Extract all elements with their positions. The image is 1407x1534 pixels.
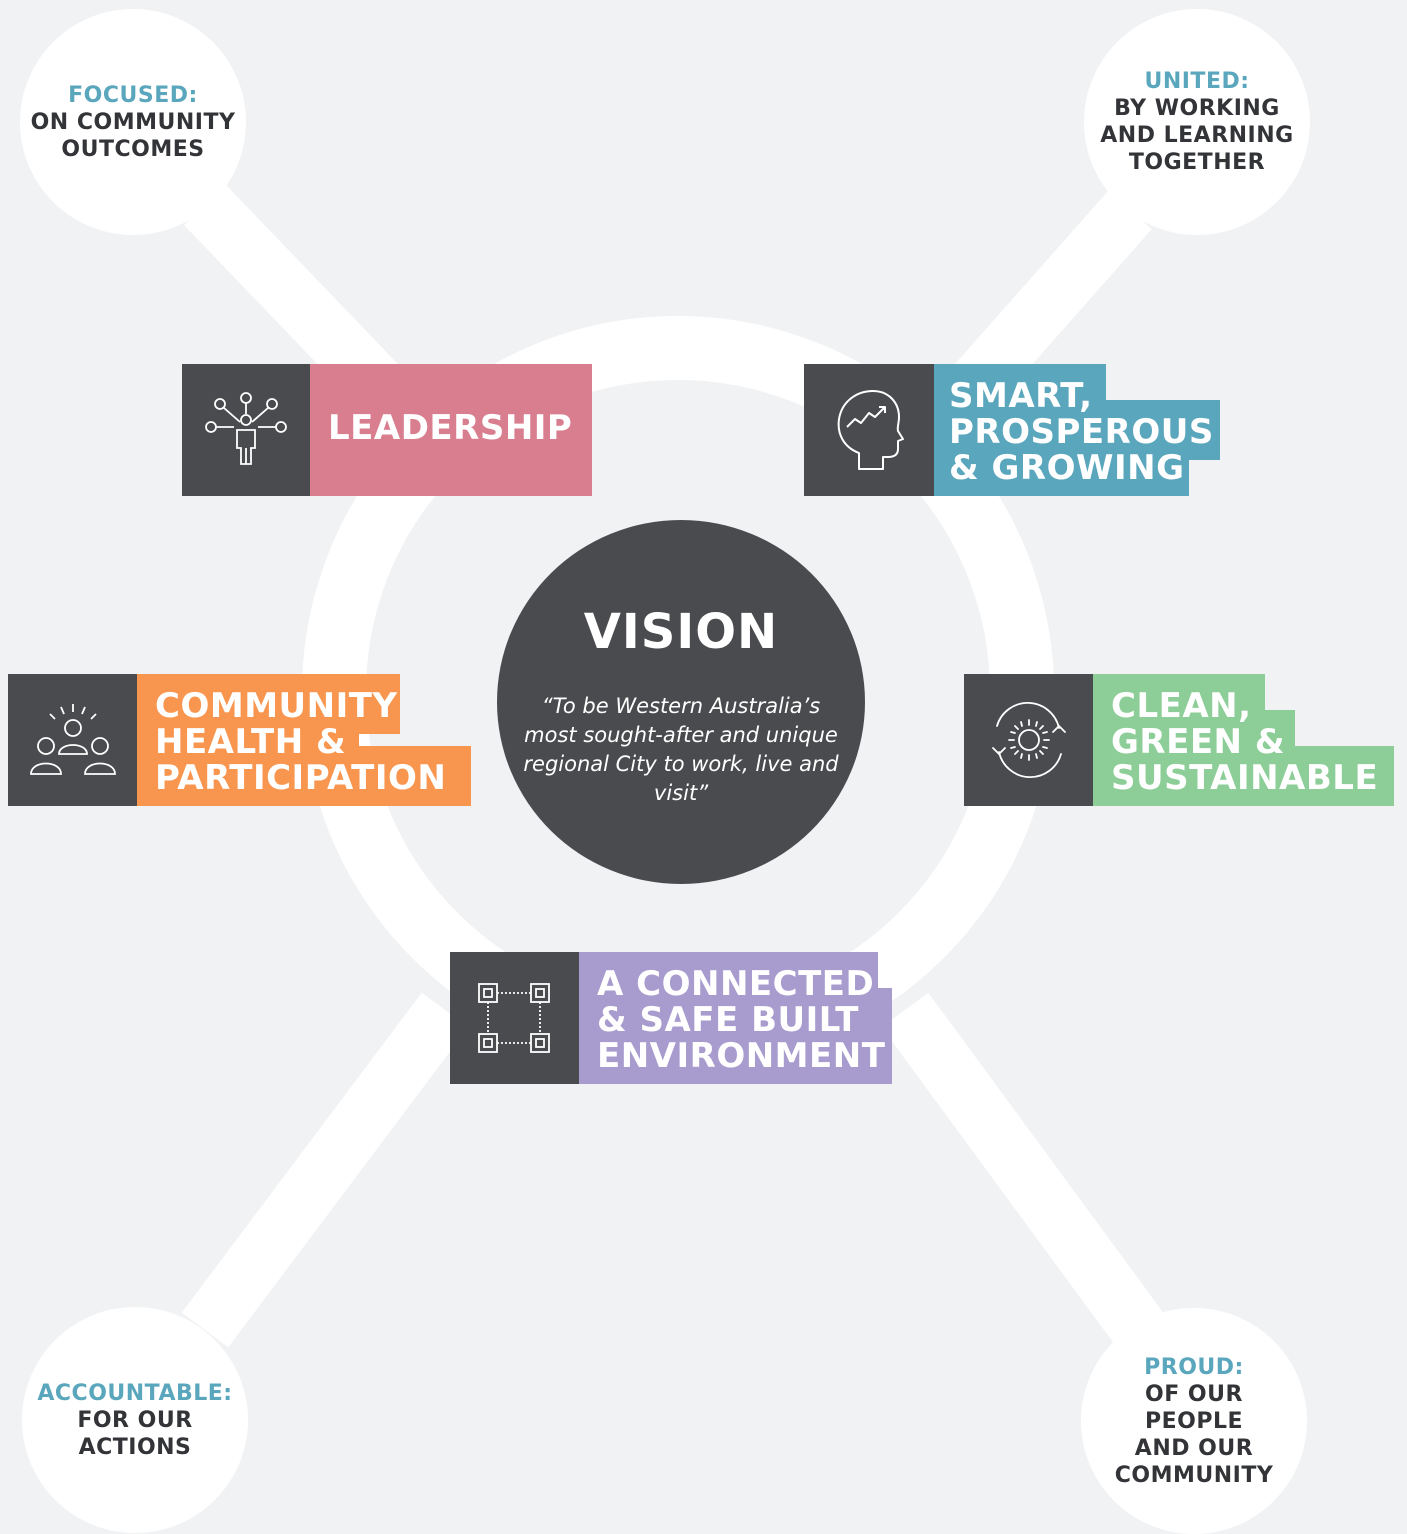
- value-proud: PROUD: OF OUR PEOPLE AND OUR COMMUNITY: [1081, 1308, 1307, 1534]
- people-group-icon: [29, 704, 116, 775]
- leadership-icon-box: [182, 364, 310, 496]
- connected-label: A CONNECTED & SAFE BUILT ENVIRONMENT: [597, 964, 886, 1076]
- sun-cycle-icon: [991, 701, 1066, 779]
- connected-icon-box: [450, 952, 579, 1084]
- community-label-bg-3: [137, 746, 471, 806]
- leadership-label: LEADERSHIP: [328, 408, 573, 448]
- leadership-label-bg: [310, 364, 592, 496]
- leadership-network-icon: [205, 392, 287, 465]
- theme-community: COMMUNITY HEALTH & PARTICIPATION: [8, 674, 471, 806]
- value-accountable: ACCOUNTABLE: FOR OUR ACTIONS: [22, 1307, 248, 1533]
- clean-label-bg-3: [1093, 746, 1394, 806]
- clean-label-bg-1: [1093, 674, 1265, 714]
- clean-label-bg-2: [1093, 710, 1295, 750]
- head-growth-icon: [837, 390, 904, 470]
- value-accountable-title: ACCOUNTABLE:: [37, 1380, 233, 1406]
- theme-smart: SMART, PROSPEROUS & GROWING: [804, 364, 1220, 496]
- community-label-area: COMMUNITY HEALTH & PARTICIPATION: [137, 674, 471, 806]
- community-label-bg-1: [137, 674, 400, 734]
- smart-label-bg-3: [934, 456, 1189, 496]
- value-focused-desc: ON COMMUNITY OUTCOMES: [30, 109, 236, 162]
- connected-label-bg-1: [579, 952, 878, 992]
- vision-title: VISION: [583, 604, 779, 660]
- clean-label: CLEAN, GREEN & SUSTAINABLE: [1111, 686, 1379, 798]
- vision-circle: VISION “To be Western Australia’s most s…: [497, 520, 865, 884]
- value-accountable-desc: FOR OUR ACTIONS: [77, 1407, 193, 1460]
- clean-label-area: CLEAN, GREEN & SUSTAINABLE: [1093, 674, 1394, 806]
- value-focused-title: FOCUSED:: [68, 82, 198, 108]
- value-united: UNITED: BY WORKING AND LEARNING TOGETHER: [1084, 9, 1310, 235]
- clean-icon-box: [964, 674, 1093, 806]
- theme-connected: A CONNECTED & SAFE BUILT ENVIRONMENT: [450, 952, 892, 1084]
- connected-label-area: A CONNECTED & SAFE BUILT ENVIRONMENT: [579, 952, 892, 1084]
- community-label: COMMUNITY HEALTH & PARTICIPATION: [155, 686, 447, 798]
- community-label-bg-2: [137, 730, 359, 750]
- vision-quote: “To be Western Australia’s most sought-a…: [523, 694, 839, 805]
- connected-label-bg-2: [579, 988, 892, 1084]
- leadership-label-area: LEADERSHIP: [310, 364, 592, 496]
- smart-label-bg-2: [934, 400, 1220, 460]
- theme-leadership: LEADERSHIP: [182, 364, 592, 496]
- smart-label: SMART, PROSPEROUS & GROWING: [949, 376, 1214, 488]
- smart-label-area: SMART, PROSPEROUS & GROWING: [934, 364, 1220, 496]
- value-united-desc: BY WORKING AND LEARNING TOGETHER: [1100, 96, 1294, 175]
- value-proud-title: PROUD:: [1144, 1354, 1244, 1380]
- smart-icon-box: [804, 364, 934, 496]
- value-focused: FOCUSED: ON COMMUNITY OUTCOMES: [20, 9, 246, 235]
- theme-clean: CLEAN, GREEN & SUSTAINABLE: [964, 674, 1394, 806]
- smart-label-bg-1: [934, 364, 1106, 404]
- spoke-proud: [881, 992, 1164, 1348]
- value-proud-desc: OF OUR PEOPLE AND OUR COMMUNITY: [1114, 1381, 1274, 1488]
- value-united-title: UNITED:: [1144, 69, 1250, 94]
- connected-squares-icon: [477, 983, 550, 1053]
- community-icon-box: [8, 674, 137, 806]
- spoke-accountable: [181, 992, 469, 1348]
